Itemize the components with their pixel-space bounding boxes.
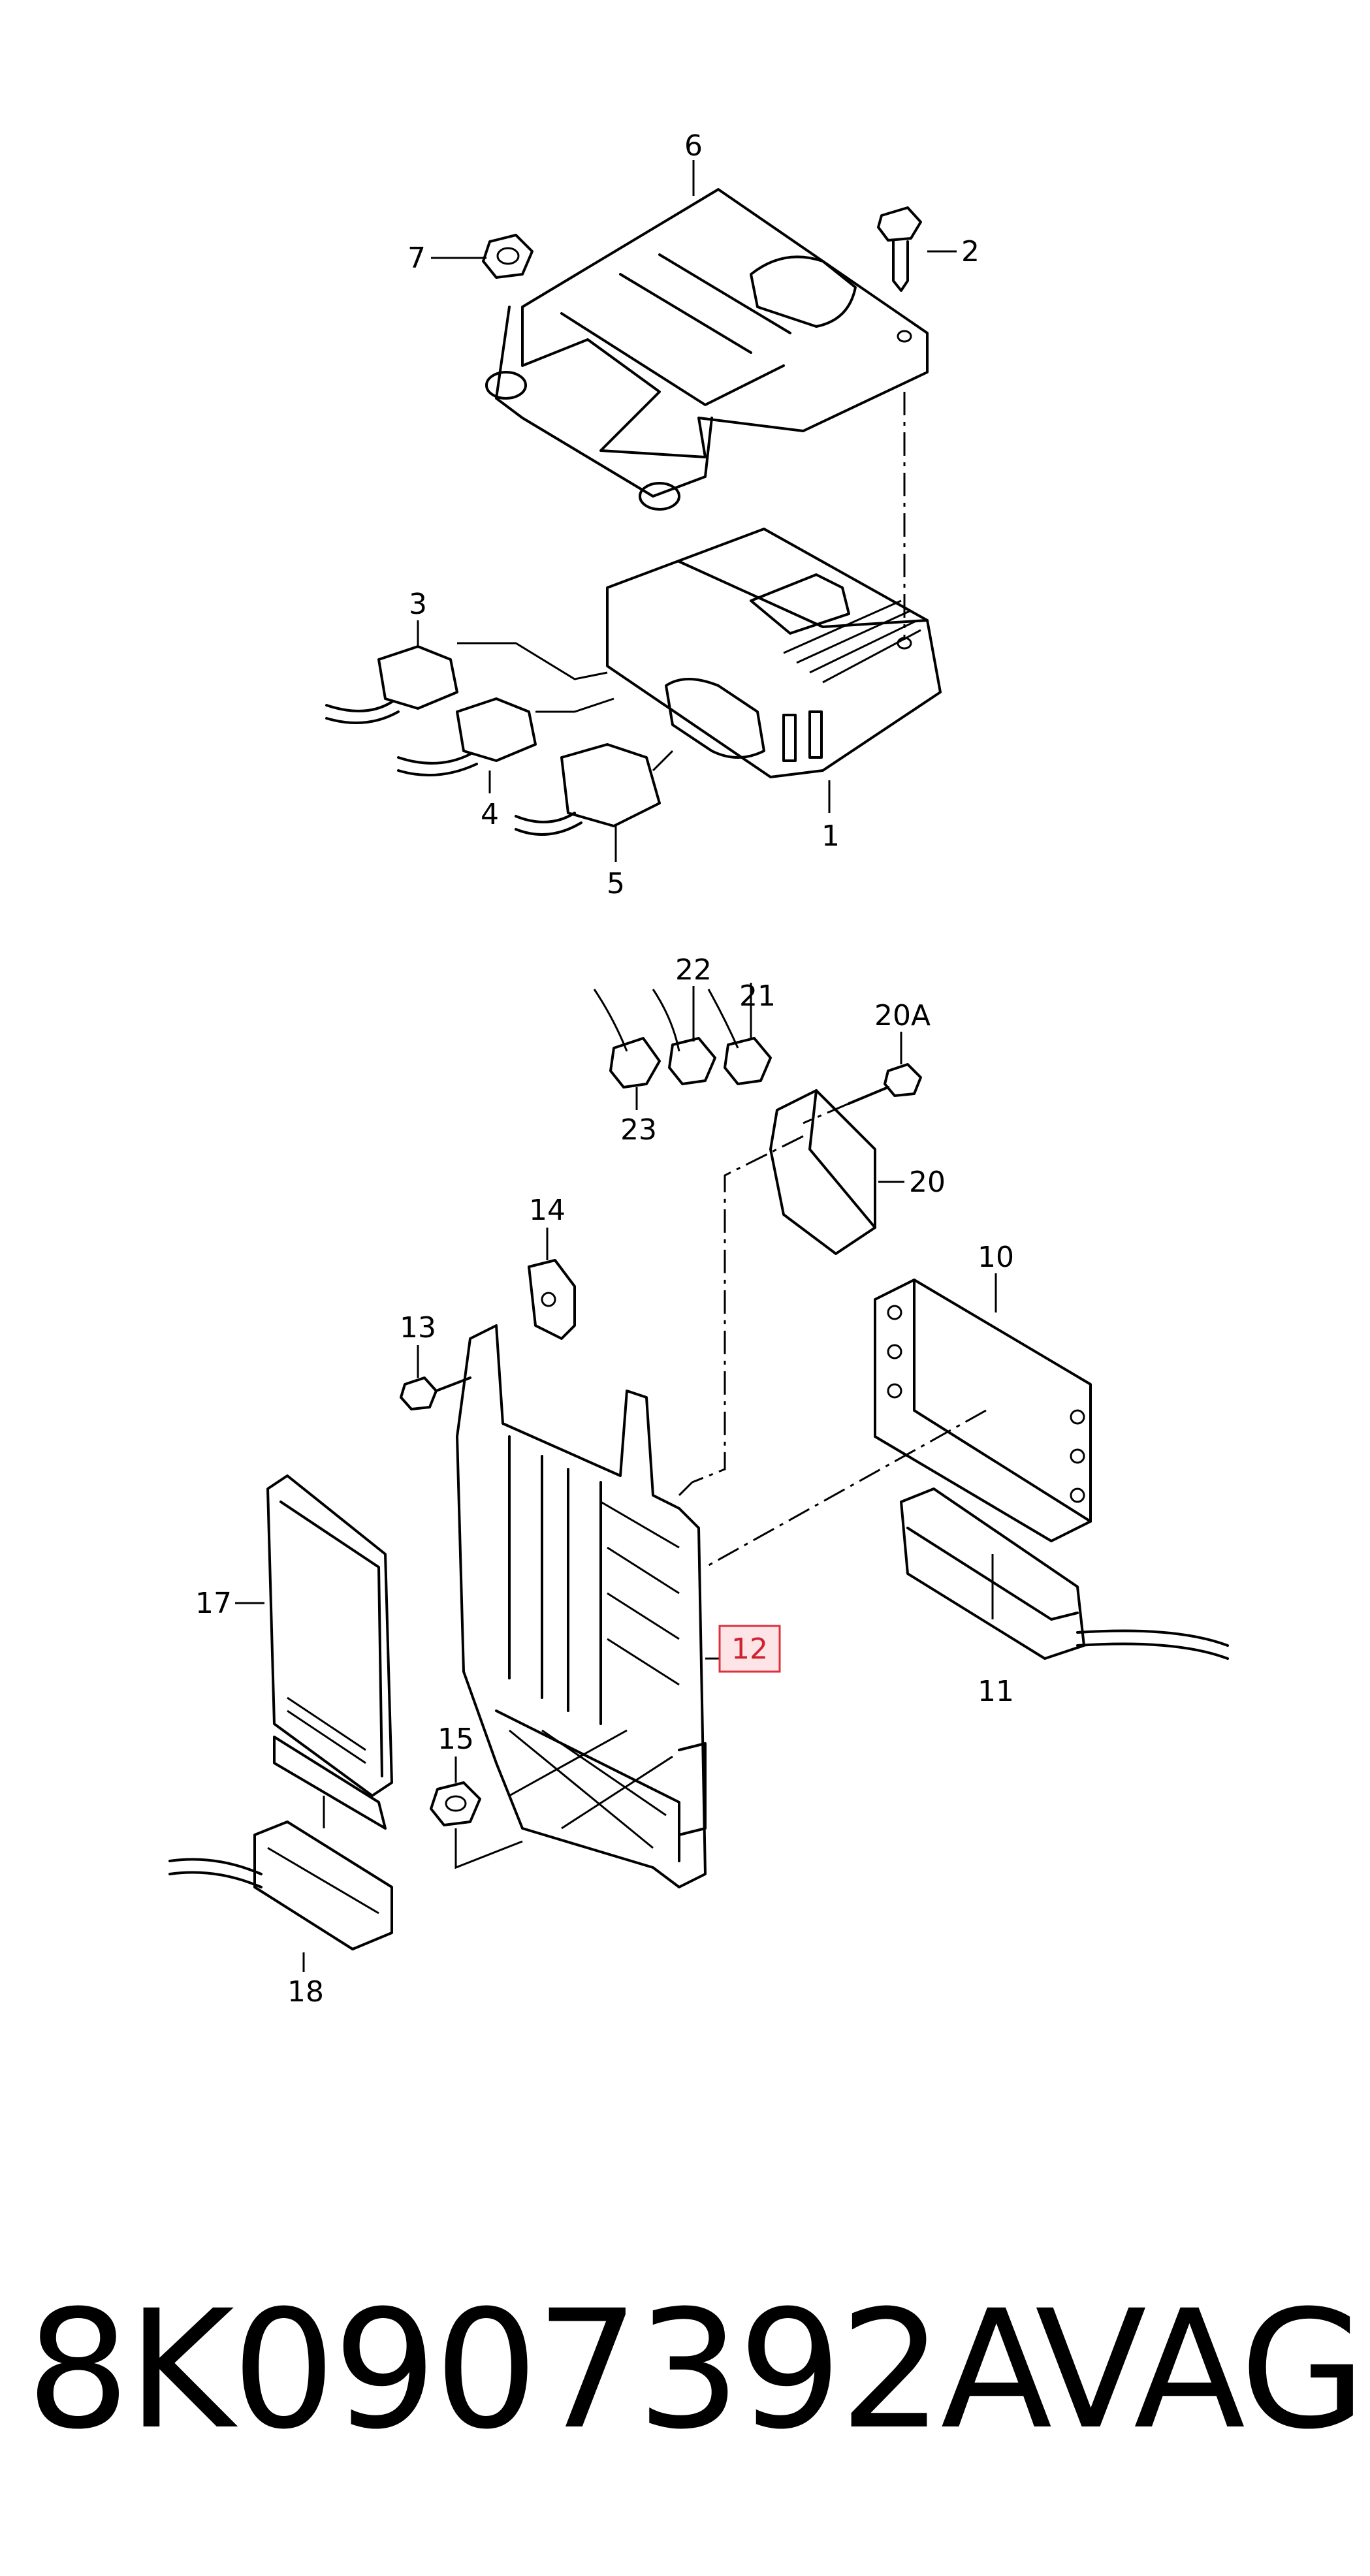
connector-part-3 <box>325 645 458 725</box>
top-leader-lines <box>417 160 957 862</box>
screw-part-2 <box>877 206 922 292</box>
callout-3: 3 <box>409 588 427 621</box>
callout-1: 1 <box>821 819 840 853</box>
control-unit-part-1 <box>606 528 942 778</box>
callout-18: 18 <box>287 1975 324 2009</box>
callout-21: 21 <box>739 979 776 1013</box>
callout-14: 14 <box>529 1194 566 1227</box>
module-part-10 <box>705 1273 1092 1568</box>
connector-part-18 <box>168 1796 393 1972</box>
callout-17: 17 <box>195 1587 232 1620</box>
part-number: 8K0907392A <box>26 2275 1052 2465</box>
parts-exploded-diagram: 6 7 2 3 4 1 5 22 21 20A 23 20 14 10 13 1… <box>168 129 1229 2009</box>
screw-part-20A <box>803 1032 922 1124</box>
connector-part-5 <box>515 743 661 836</box>
callout-2: 2 <box>961 235 980 268</box>
connectors-parts-21-22-23 <box>593 983 772 1110</box>
callout-7: 7 <box>407 242 426 275</box>
brand-label: VAG <box>1035 2275 1366 2465</box>
callout-5: 5 <box>607 867 625 900</box>
bracket-part-11 <box>900 1487 1229 1660</box>
callout-13: 13 <box>400 1311 436 1344</box>
callout-12: 12 <box>731 1632 768 1666</box>
callout-20a: 20A <box>874 999 931 1032</box>
callout-11: 11 <box>978 1675 1014 1708</box>
screw-part-13 <box>400 1345 471 1410</box>
callout-10: 10 <box>978 1241 1014 1274</box>
connector-part-4 <box>397 697 537 777</box>
nut-part-7 <box>482 234 534 279</box>
clip-part-14 <box>528 1228 576 1340</box>
callout-22: 22 <box>675 953 712 987</box>
callout-6: 6 <box>684 129 703 163</box>
callout-23: 23 <box>620 1113 657 1147</box>
cover-bracket-part-6 <box>485 188 929 511</box>
callout-20: 20 <box>909 1166 946 1199</box>
callout-15: 15 <box>438 1723 474 1756</box>
main-bracket-part-12 <box>456 1324 725 1888</box>
footer: 8K0907392A VAG <box>0 2272 1370 2468</box>
control-unit-part-17 <box>235 1474 393 1830</box>
highlighted-callout-box <box>718 1625 781 1673</box>
module-part-20 <box>692 1089 904 1484</box>
callout-labels: 6 7 2 3 4 1 5 22 21 20A 23 20 14 10 13 1… <box>195 129 1014 2009</box>
callout-4: 4 <box>481 798 499 831</box>
nut-part-15 <box>430 1757 523 1869</box>
